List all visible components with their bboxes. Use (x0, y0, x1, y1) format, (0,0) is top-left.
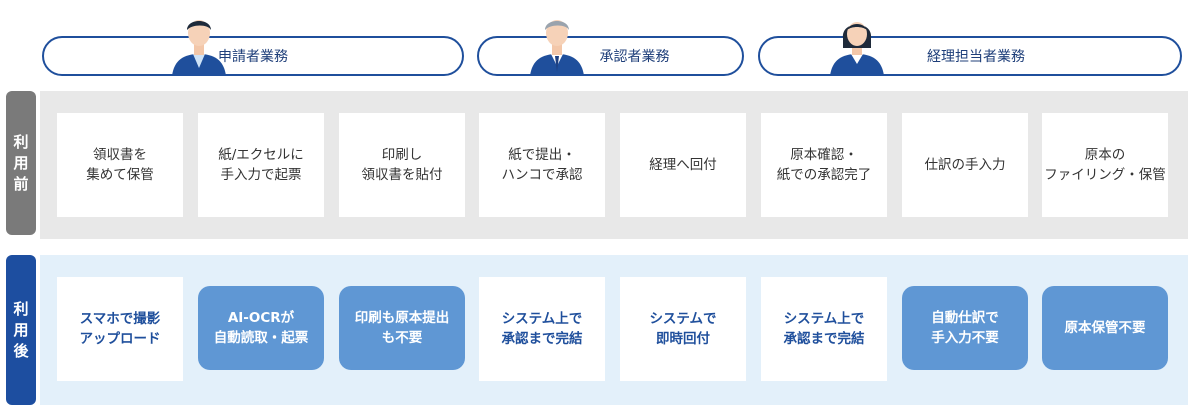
before-step-1: 領収書を 集めて保管 (57, 113, 183, 217)
after-step-7: 自動仕訳で 手入力不要 (902, 286, 1028, 370)
after-step-4: システム上で 承認まで完結 (479, 277, 605, 381)
before-label-char-3: 前 (13, 174, 29, 193)
after-step-2: AI-OCRが 自動読取・起票 (198, 286, 324, 370)
before-label-char-2: 用 (13, 153, 29, 172)
role-accounting: 経理担当者業務 (758, 36, 1182, 76)
after-label-char-3: 後 (13, 341, 29, 360)
before-label-char-1: 利 (13, 132, 29, 151)
role-approver-label: 承認者業務 (599, 49, 670, 65)
role-applicant: 申請者業務 (42, 36, 464, 76)
after-label-char-2: 用 (13, 320, 29, 339)
after-label-char-1: 利 (13, 299, 29, 318)
after-step-8: 原本保管不要 (1042, 286, 1168, 370)
role-accounting-label: 経理担当者業務 (927, 49, 1025, 65)
before-step-8: 原本の ファイリング・保管 (1042, 113, 1168, 217)
after-step-1: スマホで撮影 アップロード (57, 277, 183, 381)
before-step-7: 仕訳の手入力 (902, 113, 1028, 217)
applicant-avatar-icon (172, 20, 226, 76)
after-row-label: 利 用 後 (6, 255, 36, 405)
before-step-3: 印刷し 領収書を貼付 (339, 113, 465, 217)
before-step-4: 紙で提出・ ハンコで承認 (479, 113, 605, 217)
approver-avatar-icon (530, 20, 584, 76)
after-step-3: 印刷も原本提出 も不要 (339, 286, 465, 370)
accounting-avatar-icon (830, 22, 884, 76)
before-step-6: 原本確認・ 紙での承認完了 (761, 113, 887, 217)
before-step-2: 紙/エクセルに 手入力で起票 (198, 113, 324, 217)
after-step-5: システムで 即時回付 (620, 277, 746, 381)
role-applicant-label: 申請者業務 (218, 49, 288, 65)
before-step-5: 経理へ回付 (620, 113, 746, 217)
before-row-label: 利 用 前 (6, 91, 36, 235)
role-approver: 承認者業務 (477, 36, 744, 76)
after-step-6: システム上で 承認まで完結 (761, 277, 887, 381)
